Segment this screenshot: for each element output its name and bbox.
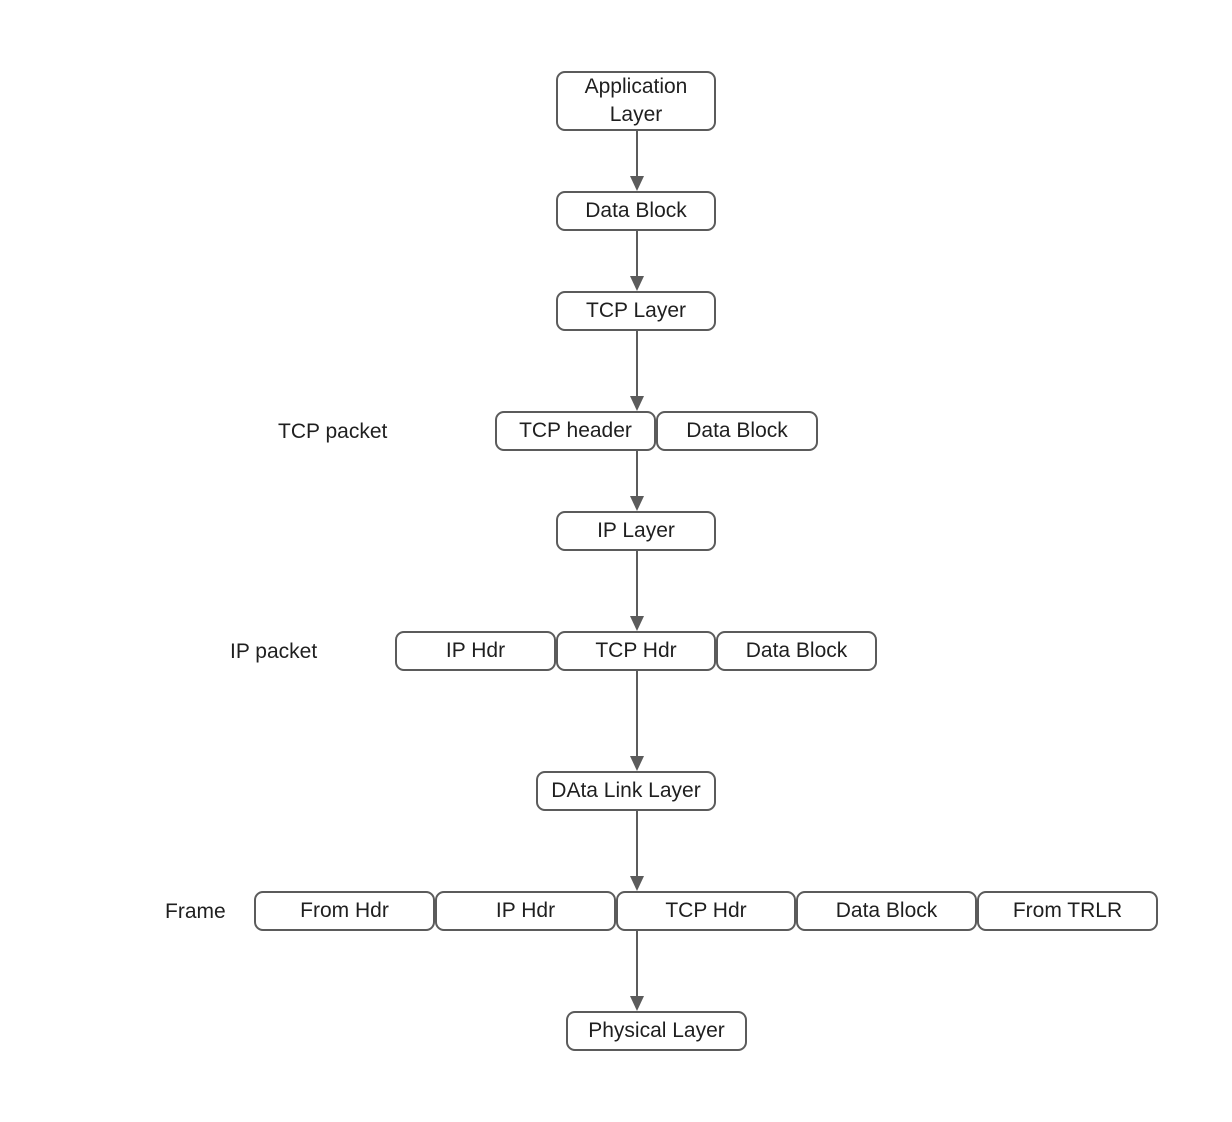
node-frame-ip-hdr[interactable]: IP Hdr [435,891,616,931]
node-ip-packet-ip-hdr[interactable]: IP Hdr [395,631,556,671]
node-frame-from-hdr[interactable]: From Hdr [254,891,435,931]
node-tcp-layer[interactable]: TCP Layer [556,291,716,331]
arrow-tcp-packet-to-ip-layer [630,451,644,511]
node-ip-packet-tcp-hdr[interactable]: TCP Hdr [556,631,716,671]
node-physical-layer[interactable]: Physical Layer [566,1011,747,1051]
node-application-layer[interactable]: Application Layer [556,71,716,131]
node-tcp-packet-tcp-header[interactable]: TCP header [495,411,656,451]
node-frame-data-block[interactable]: Data Block [796,891,977,931]
arrow-ip-layer-to-ip-packet [630,551,644,631]
node-data-link-layer[interactable]: DAta Link Layer [536,771,716,811]
node-frame-from-trlr[interactable]: From TRLR [977,891,1158,931]
node-tcp-packet-data-block[interactable]: Data Block [656,411,818,451]
arrow-frame-to-physical-layer [630,931,644,1011]
row-label-ip-packet: IP packet [230,640,318,663]
row-label-tcp-packet: TCP packet [278,420,388,443]
row-label-frame: Frame [165,900,226,923]
node-ip-layer[interactable]: IP Layer [556,511,716,551]
arrow-application-layer-to-data-block [630,131,644,191]
arrow-data-block-to-tcp-layer [630,231,644,291]
node-frame-tcp-hdr[interactable]: TCP Hdr [616,891,796,931]
node-ip-packet-data-block[interactable]: Data Block [716,631,877,671]
arrow-ip-packet-to-data-link-layer [630,671,644,771]
node-data-block[interactable]: Data Block [556,191,716,231]
arrow-tcp-layer-to-tcp-packet [630,331,644,411]
arrow-data-link-layer-to-frame [630,811,644,891]
